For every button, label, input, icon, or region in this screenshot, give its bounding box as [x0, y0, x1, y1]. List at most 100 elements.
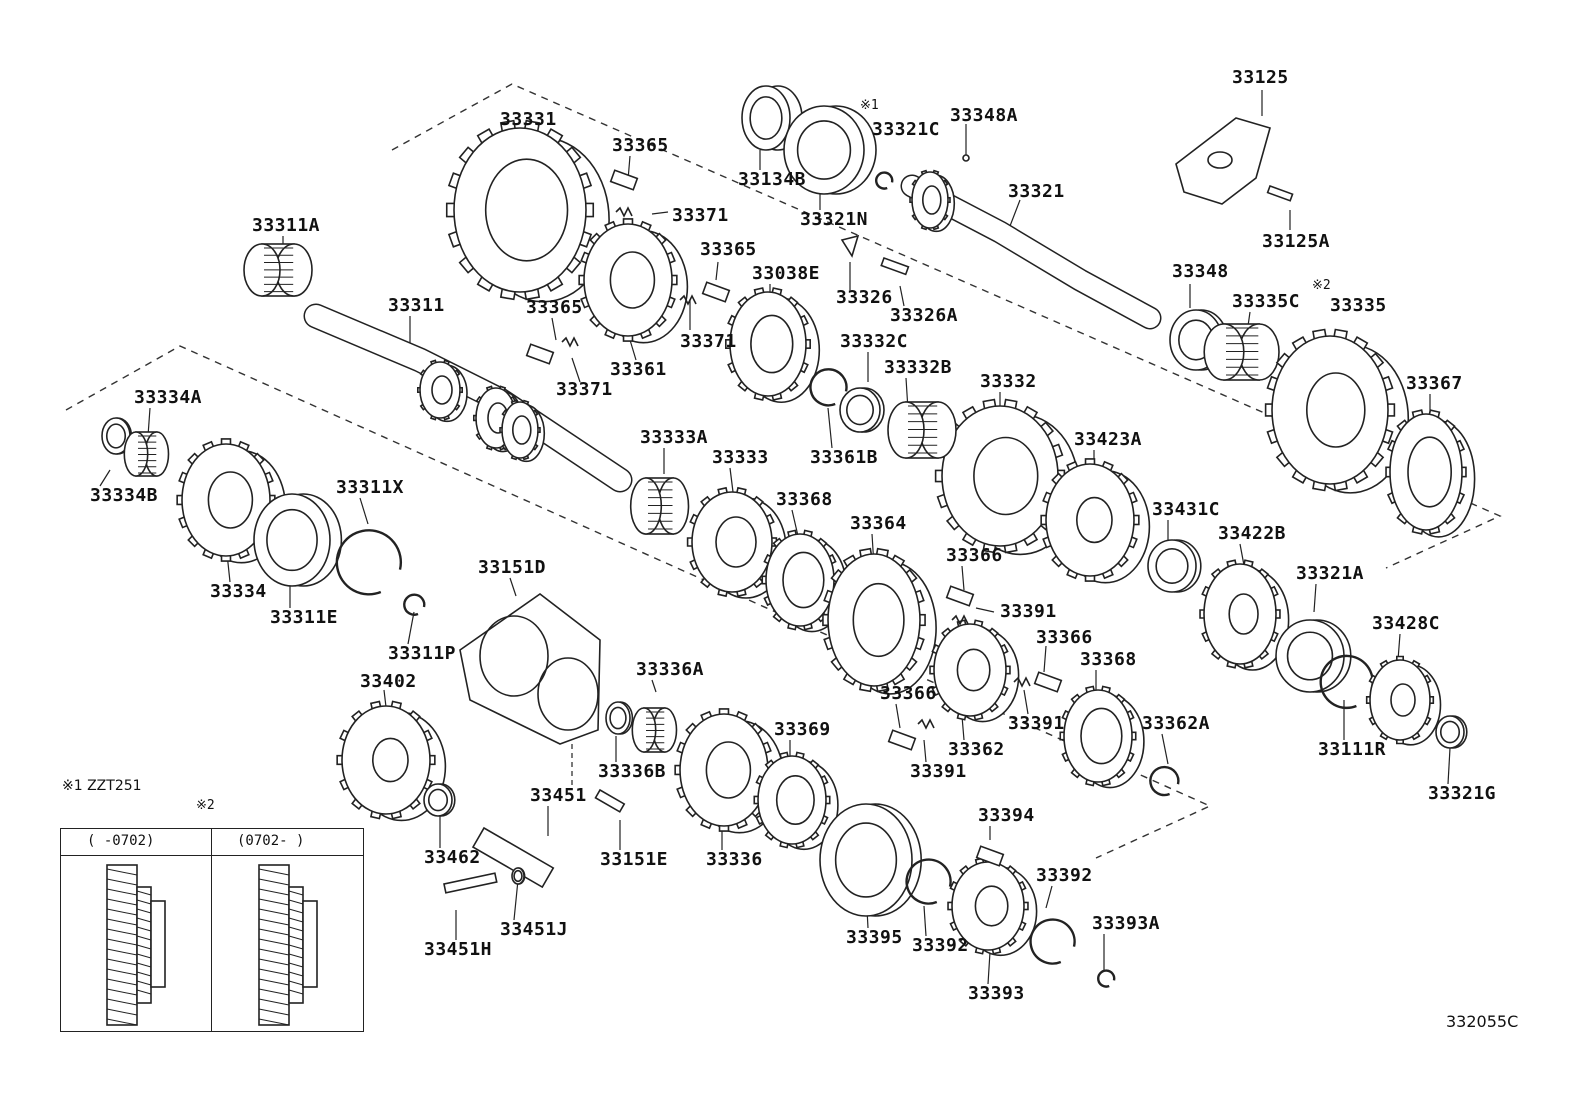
part-label[interactable]: 33366 — [946, 545, 1003, 566]
part-label[interactable]: 33365 — [612, 135, 669, 156]
inset-col-before-0702: ( -0702) — [87, 833, 155, 849]
part-label[interactable]: 33428C — [1372, 613, 1441, 634]
part-label[interactable]: 33326A — [890, 305, 959, 326]
part-label[interactable]: 33332B — [884, 357, 953, 378]
part-label[interactable]: 33361 — [610, 359, 667, 380]
part-label[interactable]: 33336 — [706, 849, 763, 870]
part-label[interactable]: 33395 — [846, 927, 903, 948]
part-label[interactable]: 33321N — [800, 209, 869, 230]
part-label[interactable]: 33326 — [836, 287, 893, 308]
part-label[interactable]: 33392 — [1036, 865, 1093, 886]
part-label[interactable]: 33431C — [1152, 499, 1221, 520]
part-label[interactable]: 33365 — [700, 239, 757, 260]
part-label[interactable]: 33331 — [500, 109, 557, 130]
part-label[interactable]: 33125A — [1262, 231, 1331, 252]
part-label[interactable]: 33462 — [424, 847, 481, 868]
part-label[interactable]: 33333A — [640, 427, 709, 448]
part-label[interactable]: 33336B — [598, 761, 667, 782]
part-label[interactable]: 33334 — [210, 581, 267, 602]
snap-33392b — [1029, 918, 1076, 965]
part-label[interactable]: 33393A — [1092, 913, 1161, 934]
part-label[interactable]: 33125 — [1232, 67, 1289, 88]
washer-33336b — [605, 701, 634, 735]
snap-33311p — [403, 593, 426, 616]
washer-33451j — [511, 867, 526, 885]
part-label[interactable]: 33393 — [968, 983, 1025, 1004]
part-label[interactable]: 33361B — [810, 447, 879, 468]
part-label[interactable]: 33392 — [912, 935, 969, 956]
part-label[interactable]: 33038E — [752, 263, 821, 284]
bearing-33336a — [631, 707, 678, 753]
part-label[interactable]: 33321A — [1296, 563, 1365, 584]
part-label[interactable]: 33333 — [712, 447, 769, 468]
part-label[interactable]: 33364 — [850, 513, 907, 534]
plug-33326 — [840, 234, 860, 258]
part-label[interactable]: 33311 — [388, 295, 445, 316]
bearing-33311e — [253, 493, 343, 587]
part-label[interactable]: 33367 — [1406, 373, 1463, 394]
part-label[interactable]: 33311E — [270, 607, 339, 628]
inset-col-from-0702: (0702- ) — [237, 833, 305, 849]
part-label[interactable]: 33321C — [872, 119, 941, 140]
gear-33331 — [445, 119, 610, 303]
part-label[interactable]: 33391 — [1000, 601, 1057, 622]
bearing-33334a — [123, 431, 170, 477]
inset-divider — [211, 829, 212, 1031]
part-label[interactable]: 33451 — [530, 785, 587, 806]
key-spring — [679, 294, 697, 306]
part-label[interactable]: 33371 — [556, 379, 613, 400]
part-label[interactable]: 33151D — [478, 557, 547, 578]
part-label[interactable]: 33365 — [526, 297, 583, 318]
part-label[interactable]: 33371 — [680, 331, 737, 352]
part-label[interactable]: 33394 — [978, 805, 1035, 826]
part-label[interactable]: 33451H — [424, 939, 493, 960]
shifting-key — [887, 729, 917, 751]
part-label[interactable]: 33335C — [1232, 291, 1301, 312]
part-label[interactable]: 33391 — [1008, 713, 1065, 734]
part-label[interactable]: 33151E — [600, 849, 669, 870]
bolt-33451h — [443, 872, 498, 894]
part-label[interactable]: 33334B — [90, 485, 159, 506]
snap-33311x — [335, 529, 402, 596]
leader-line — [827, 407, 833, 449]
leader-line — [923, 905, 927, 937]
part-label[interactable]: 33332C — [840, 331, 909, 352]
part-label[interactable]: 33402 — [360, 671, 417, 692]
part-label[interactable]: 33111R — [1318, 739, 1387, 760]
shim-33334b — [101, 417, 133, 455]
part-label[interactable]: 33334A — [134, 387, 203, 408]
part-label[interactable]: 33311X — [336, 477, 405, 498]
key-spring — [917, 718, 935, 730]
part-label[interactable]: 33368 — [1080, 649, 1137, 670]
synchro-33369 — [753, 751, 839, 851]
reference-mark-2: ※2 — [1312, 278, 1331, 293]
part-label[interactable]: 33311P — [388, 643, 457, 664]
part-label[interactable]: 33311A — [252, 215, 321, 236]
shaft-33451 — [471, 826, 555, 889]
part-label[interactable]: 33348 — [1172, 261, 1229, 282]
shaft-gear-a — [416, 359, 468, 423]
shifting-key — [975, 845, 1005, 867]
bolt-33326a — [880, 256, 910, 276]
part-label[interactable]: 33366 — [1036, 627, 1093, 648]
part-label[interactable]: 33332 — [980, 371, 1037, 392]
part-label[interactable]: 33371 — [672, 205, 729, 226]
part-label[interactable]: 33335 — [1330, 295, 1387, 316]
part-label[interactable]: 33336A — [636, 659, 705, 680]
part-label[interactable]: 33451J — [500, 919, 569, 940]
part-label[interactable]: 33366 — [880, 683, 937, 704]
part-label[interactable]: 33423A — [1074, 429, 1143, 450]
part-label[interactable]: 33321G — [1428, 783, 1497, 804]
part-label[interactable]: 33391 — [910, 761, 967, 782]
leader-line — [651, 211, 669, 215]
hub-sleeve-33364 — [822, 547, 937, 695]
part-label[interactable]: 33348A — [950, 105, 1019, 126]
part-label[interactable]: 33422B — [1218, 523, 1287, 544]
part-label[interactable]: 33321 — [1008, 181, 1065, 202]
part-label[interactable]: 33362 — [948, 739, 1005, 760]
part-label[interactable]: 33134B — [738, 169, 807, 190]
part-label[interactable]: 33362A — [1142, 713, 1211, 734]
part-label[interactable]: 33368 — [776, 489, 833, 510]
part-label[interactable]: 33369 — [774, 719, 831, 740]
